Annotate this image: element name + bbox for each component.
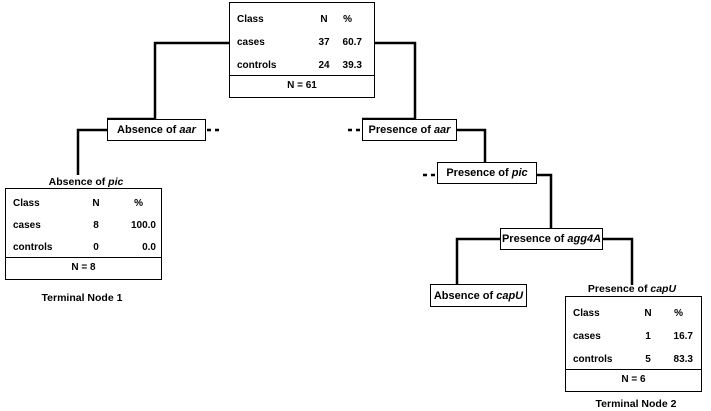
condition-prefix: Absence of xyxy=(48,176,109,188)
edge-agg-terminal2 xyxy=(603,237,634,285)
edge-left-terminal1 xyxy=(76,128,107,175)
table-row: cases 1 16.7 xyxy=(566,327,701,347)
row-percent: 83.3 xyxy=(673,354,693,365)
condition-gene: pic xyxy=(108,176,124,188)
edge-pic-agg xyxy=(537,173,553,230)
terminal1-table: Class N % cases 8 100.0 controls 0 0.0 N… xyxy=(5,188,162,280)
split-absence-capu: Absence of capU xyxy=(430,284,527,307)
table-row: controls 24 39.3 xyxy=(230,56,374,76)
split-prefix: Presence of xyxy=(446,167,512,179)
split-presence-aar: Presence of aar xyxy=(362,119,457,141)
header-class: Class xyxy=(573,308,600,319)
split-absence-aar: Absence of aar xyxy=(107,119,206,141)
condition-prefix: Presence of xyxy=(587,283,651,295)
split-gene: aar xyxy=(433,124,451,136)
row-class: controls xyxy=(237,60,277,71)
table-row: controls 0 0.0 xyxy=(6,238,161,258)
row-percent: 16.7 xyxy=(673,331,693,342)
table-header-row: Class N % xyxy=(230,10,374,30)
row-percent: 60.7 xyxy=(342,37,362,48)
row-n: 5 xyxy=(645,354,651,365)
header-percent: % xyxy=(343,14,352,25)
split-gene: aar xyxy=(179,124,196,136)
row-class: controls xyxy=(13,242,53,253)
row-n: 1 xyxy=(645,331,651,342)
header-percent: % xyxy=(134,198,143,209)
row-class: cases xyxy=(573,331,601,342)
table-header-row: Class N % xyxy=(566,304,701,324)
edge-root-left xyxy=(107,41,229,121)
table-row: controls 5 83.3 xyxy=(566,350,701,370)
split-presence-agg4a: Presence of agg4A xyxy=(500,228,603,250)
header-n: N xyxy=(644,308,652,319)
split-prefix: Absence of xyxy=(117,124,180,136)
row-percent: 39.3 xyxy=(342,60,362,71)
terminal1-caption: Terminal Node 1 xyxy=(41,292,123,304)
row-n: 24 xyxy=(318,60,330,71)
header-n: N xyxy=(320,14,328,25)
row-percent: 0.0 xyxy=(142,242,156,253)
header-percent: % xyxy=(674,308,683,319)
row-class: controls xyxy=(573,354,613,365)
split-prefix: Presence of xyxy=(501,233,568,245)
root-node-table: Class N % cases 37 60.7 controls 24 39.3… xyxy=(229,2,375,98)
split-prefix: Absence of xyxy=(433,289,497,302)
row-class: cases xyxy=(13,220,41,231)
terminal2-table: Class N % cases 1 16.7 controls 5 83.3 N… xyxy=(565,296,702,392)
row-n: 8 xyxy=(93,220,99,231)
table-row: cases 37 60.7 xyxy=(230,33,374,53)
split-presence-pic: Presence of pic xyxy=(437,162,537,184)
split-gene: pic xyxy=(511,167,528,179)
header-class: Class xyxy=(237,14,264,25)
terminal1-condition: Absence of pic xyxy=(36,176,136,188)
table-row: cases 8 100.0 xyxy=(6,216,161,236)
terminal2-condition: Presence of capU xyxy=(576,283,688,295)
row-class: cases xyxy=(237,37,265,48)
table-total: N = 61 xyxy=(230,75,374,97)
table-total: N = 8 xyxy=(6,257,161,279)
row-percent: 100.0 xyxy=(130,220,156,231)
terminal2-caption: Terminal Node 2 xyxy=(595,398,677,410)
row-n: 37 xyxy=(318,37,330,48)
edge-right-pic xyxy=(457,128,487,162)
split-prefix: Presence of xyxy=(368,124,434,136)
row-n: 0 xyxy=(93,242,99,253)
condition-gene: capU xyxy=(650,283,677,295)
header-class: Class xyxy=(13,198,40,209)
split-gene: capU xyxy=(496,289,524,302)
split-gene: agg4A xyxy=(567,233,602,245)
edge-agg-capu-absence xyxy=(455,237,500,286)
table-header-row: Class N % xyxy=(6,194,161,214)
header-n: N xyxy=(92,198,100,209)
table-total: N = 6 xyxy=(566,369,701,391)
